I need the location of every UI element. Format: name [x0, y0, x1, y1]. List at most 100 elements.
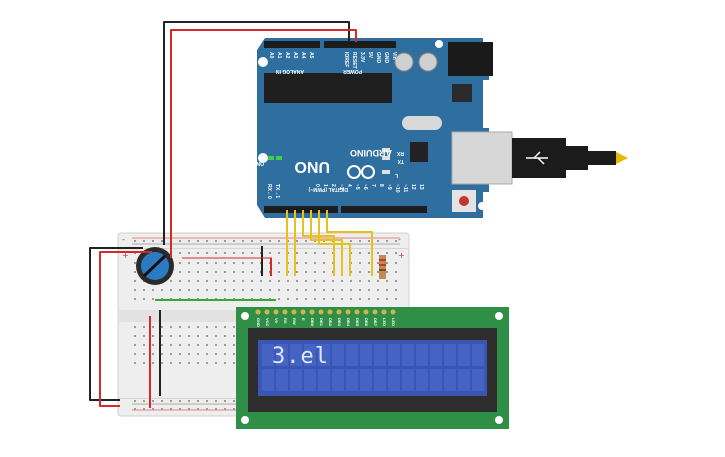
- analog-pin-label: A3: [292, 52, 298, 59]
- lcd-char-cell: [402, 344, 414, 366]
- digital-pin-label: 7: [370, 184, 376, 187]
- power-header[interactable]: [324, 41, 396, 48]
- lcd-char-cell: [304, 369, 316, 391]
- lcd-char-cell: [346, 369, 358, 391]
- lcd-pin[interactable]: [372, 309, 378, 315]
- lcd-pin[interactable]: [327, 309, 333, 315]
- digital-pin-label: ~6: [362, 184, 368, 190]
- lcd-pin-label: GND: [256, 318, 261, 327]
- lcd-pin-label: DB5: [355, 318, 360, 327]
- wires[interactable]: [89, 21, 373, 408]
- lcd-pin[interactable]: [255, 309, 261, 315]
- lcd-char-cell: [276, 369, 288, 391]
- lcd-pin-label: E: [301, 318, 306, 321]
- analog-pin-label: A2: [284, 52, 290, 59]
- lcd-display-text: 3.el: [272, 344, 329, 369]
- digital-pin-label: 13: [418, 184, 424, 190]
- atmega-chip: [264, 73, 392, 103]
- lcd-pin[interactable]: [291, 309, 297, 315]
- lcd-pin-label: DB0: [310, 318, 315, 327]
- lcd-char-cell: [360, 369, 372, 391]
- lcd-char-cell: [262, 369, 274, 391]
- lcd-char-cell: [374, 369, 386, 391]
- svg-text:+: +: [122, 251, 129, 260]
- lcd-pin-label: DB6: [364, 318, 369, 327]
- lcd-pin-label: LED: [382, 318, 387, 326]
- power-pin-label: IOREF: [343, 52, 349, 67]
- svg-text:+: +: [398, 251, 405, 260]
- digital-pin-label: ~10: [394, 184, 400, 193]
- usb-cable[interactable]: [512, 138, 628, 178]
- lcd-pin[interactable]: [264, 309, 270, 315]
- lcd-pin[interactable]: [381, 309, 387, 315]
- lcd-char-cell: [458, 344, 470, 366]
- board-brand-label: ARDUINO: [350, 148, 392, 158]
- lcd-char-cell: [290, 369, 302, 391]
- arduino-uno-board[interactable]: ARDUINO UNO POWER ANALOG IN DIGITAL (PWM…: [256, 38, 513, 218]
- digital-header-low[interactable]: [264, 206, 338, 213]
- power-pin-label: GND: [375, 52, 381, 64]
- lcd-pin-label: DB3: [337, 318, 342, 327]
- lcd-pin[interactable]: [363, 309, 369, 315]
- usb-port[interactable]: [451, 131, 513, 185]
- lcd-pin[interactable]: [354, 309, 360, 315]
- lcd-pin[interactable]: [300, 309, 306, 315]
- svg-text:-: -: [398, 235, 401, 244]
- digital-label: DIGITAL (PWM~): [308, 186, 348, 192]
- digital-header-high[interactable]: [341, 206, 427, 213]
- analog-pin-label: A4: [300, 52, 306, 59]
- lcd-char-cell: [346, 344, 358, 366]
- lcd-char-cell: [388, 369, 400, 391]
- digital-pin-label: ~5: [354, 184, 360, 190]
- lcd-char-cell: [388, 344, 400, 366]
- rx0-label: RX←0: [266, 184, 272, 199]
- lcd-char-cell: [262, 344, 274, 366]
- lcd-char-cell: [430, 369, 442, 391]
- lcd-pin[interactable]: [273, 309, 279, 315]
- lcd-pin[interactable]: [282, 309, 288, 315]
- board-model-label: UNO: [294, 158, 330, 175]
- usb-icon: [526, 151, 548, 165]
- lcd-char-cell: [318, 344, 330, 366]
- digital-pin-label: 12: [410, 184, 416, 190]
- analog-pin-label: A1: [276, 52, 282, 59]
- analog-header[interactable]: [264, 41, 320, 48]
- power-pin-label: RESET: [351, 52, 357, 69]
- lcd-pin[interactable]: [390, 309, 396, 315]
- lcd-char-cell: [458, 369, 470, 391]
- resistor[interactable]: [379, 255, 386, 279]
- digital-pin-label: ~11: [402, 184, 408, 192]
- svg-text:-: -: [122, 235, 125, 244]
- lcd-pin-label: V0: [274, 318, 279, 324]
- lcd-pin-label: DB7: [373, 318, 378, 327]
- lcd-pin-label: RS: [283, 318, 288, 324]
- power-label: POWER: [343, 68, 362, 74]
- tx-led-label: TX: [397, 158, 404, 164]
- digital-pin-label: 1: [322, 184, 328, 187]
- lcd-char-cell: [332, 344, 344, 366]
- lcd-char-cell: [416, 369, 428, 391]
- lcd-pin[interactable]: [345, 309, 351, 315]
- power-pin-label: 3.3V: [359, 52, 365, 63]
- lcd-pin-label: DB4: [346, 318, 351, 327]
- potentiometer[interactable]: [136, 247, 174, 285]
- lcd-char-cell: [276, 344, 288, 366]
- power-jack[interactable]: [448, 42, 493, 76]
- lcd-char-cell: [472, 344, 484, 366]
- tx1-label: TX→1: [274, 184, 280, 198]
- digital-pin-label: 0: [314, 184, 320, 187]
- power-pin-label: Vin: [391, 52, 397, 60]
- lcd-pin-label: DB2: [328, 318, 333, 327]
- lcd-char-cell: [374, 344, 386, 366]
- power-pin-label: 5V: [367, 52, 373, 59]
- lcd-pin[interactable]: [318, 309, 324, 315]
- rx-led-label: RX: [396, 150, 404, 156]
- lcd-pin[interactable]: [336, 309, 342, 315]
- lcd-pin[interactable]: [309, 309, 315, 315]
- digital-pin-label: 4: [346, 184, 352, 187]
- lcd-char-cell: [444, 344, 456, 366]
- l-led-label: L: [395, 172, 398, 178]
- lcd-char-cell: [444, 369, 456, 391]
- lcd-char-cell: [360, 344, 372, 366]
